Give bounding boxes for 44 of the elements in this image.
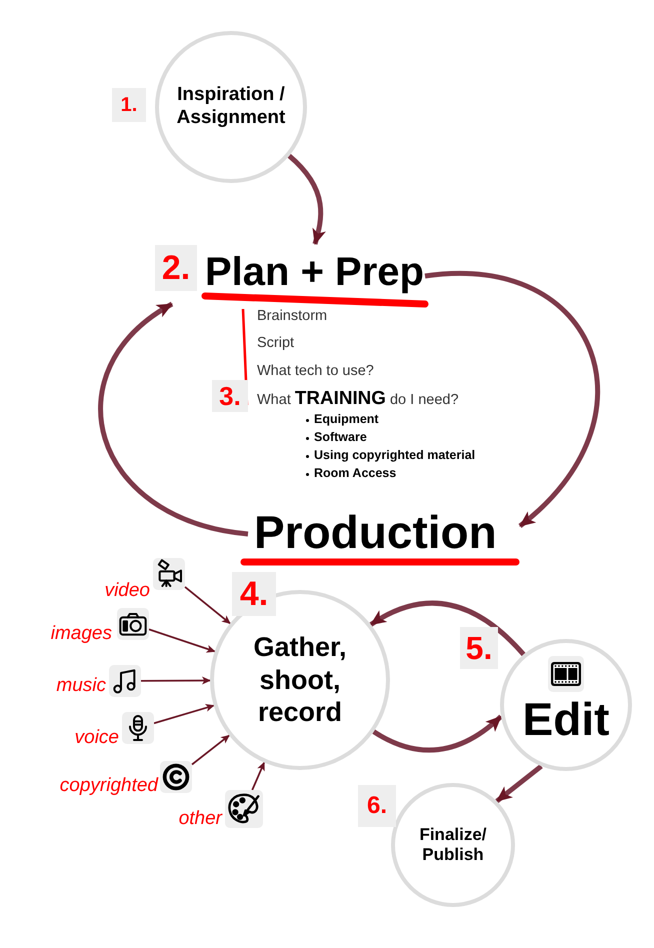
microphone-icon xyxy=(122,712,154,744)
list-item: What TRAINING do I need? xyxy=(257,387,459,409)
step-label: Gather, shoot, record xyxy=(252,631,348,729)
arrow xyxy=(184,586,231,624)
media-label: voice xyxy=(74,727,119,749)
music-note-icon xyxy=(109,665,141,697)
step-label: Inspiration / Assignment xyxy=(176,84,286,130)
arrow xyxy=(98,302,248,536)
list-item: Equipment xyxy=(314,412,379,426)
video-camera-icon xyxy=(153,558,185,590)
list-item: Room Access xyxy=(314,466,396,480)
arrow xyxy=(370,600,526,656)
media-label: music xyxy=(56,675,106,697)
arrow xyxy=(154,704,215,724)
camera-icon xyxy=(117,608,149,640)
step-number: 4. xyxy=(232,572,276,616)
arrow xyxy=(191,734,230,766)
list-item: Script xyxy=(257,335,294,351)
media-label: copyrighted xyxy=(60,775,158,797)
list-item: Using copyrighted material xyxy=(314,448,476,462)
step-number: 2. xyxy=(155,245,197,291)
step-number: 5. xyxy=(460,627,498,669)
media-label: video xyxy=(104,580,150,602)
list-item: Brainstorm xyxy=(257,308,328,324)
list-item: Software xyxy=(314,430,367,444)
copyright-icon xyxy=(160,761,192,793)
arrow xyxy=(424,271,600,528)
step-label: Finalize/ Publish xyxy=(418,824,488,866)
arrow xyxy=(251,762,265,790)
list-item: What tech to use? xyxy=(257,363,374,379)
arrow xyxy=(288,154,326,245)
step-label: Edit xyxy=(522,692,610,748)
step-number: 6. xyxy=(358,785,396,827)
step-heading: Plan + Prep xyxy=(205,249,424,296)
arrow xyxy=(495,764,543,804)
step-heading: Production xyxy=(254,505,497,560)
palette-icon xyxy=(225,790,263,828)
step-number: 3. xyxy=(212,380,248,412)
arrow xyxy=(372,714,503,753)
media-label: other xyxy=(178,808,222,830)
media-label: images xyxy=(50,623,112,645)
arrow xyxy=(141,676,211,685)
arrow xyxy=(148,628,216,653)
step-number: 1. xyxy=(112,88,146,122)
